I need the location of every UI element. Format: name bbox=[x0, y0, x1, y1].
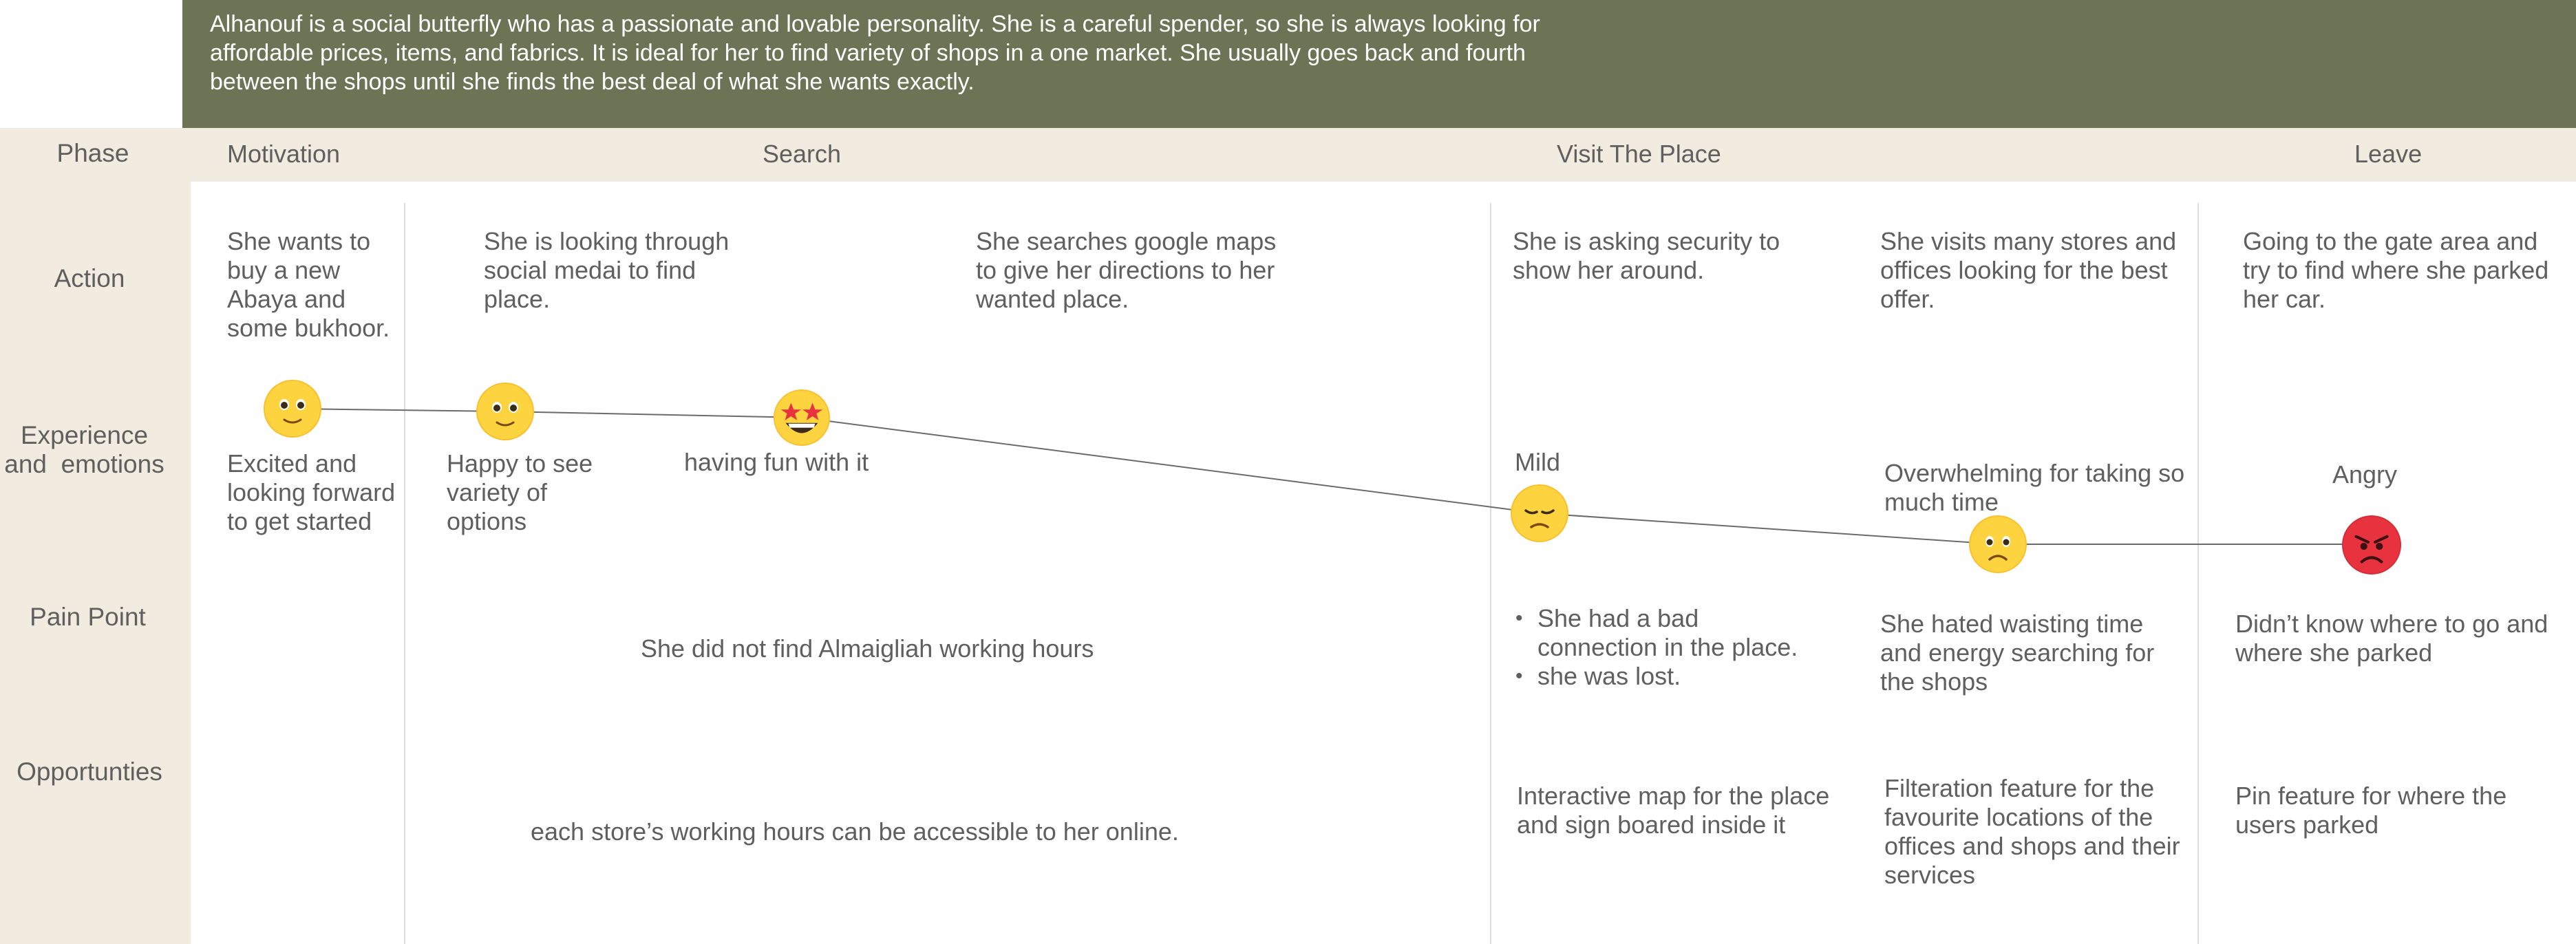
pain-point-line: She had a bad bbox=[1537, 604, 1699, 632]
action-ask-security: She is asking security to show her aroun… bbox=[1513, 227, 1829, 285]
action-line: Abaya and bbox=[227, 285, 346, 313]
row-label-phase: Phase bbox=[56, 139, 129, 167]
emotion-line: Happy to see bbox=[447, 449, 593, 478]
phase-band bbox=[0, 128, 2576, 182]
action-social-media: She is looking through social medai to f… bbox=[484, 227, 773, 314]
opportunity-line: and sign boared inside it bbox=[1517, 811, 1786, 839]
action-line: She visits many stores and bbox=[1880, 227, 2177, 255]
action-line: offices looking for the best bbox=[1880, 256, 2168, 284]
emotion-line: to get started bbox=[227, 507, 372, 535]
opportunity-line: favourite locations of the bbox=[1884, 803, 2153, 831]
journey-path bbox=[292, 408, 2372, 545]
pain-point-leave: Didn’t know where to go and where she pa… bbox=[2235, 610, 2573, 667]
action-line: Going to the gate area and bbox=[2243, 227, 2538, 255]
pain-point-line: She hated waisting time bbox=[1880, 610, 2144, 638]
action-leave: Going to the gate area and try to find w… bbox=[2243, 227, 2573, 314]
emotion-label-excited: Excited and looking forward to get start… bbox=[227, 449, 406, 536]
action-line: She wants to bbox=[227, 227, 371, 255]
phase-motivation: Motivation bbox=[227, 140, 341, 168]
action-line: some bukhoor. bbox=[227, 314, 390, 342]
emotion-line: much time bbox=[1884, 488, 1999, 516]
action-line: wanted place. bbox=[976, 285, 1129, 313]
action-line: to give her directions to her bbox=[976, 256, 1275, 284]
row-label-opportunities: Opportunties bbox=[17, 758, 162, 786]
opportunity-search: each store’s working hours can be access… bbox=[531, 817, 1179, 846]
emotion-line: Excited and bbox=[227, 449, 357, 478]
row-label-pain-point: Pain Point bbox=[30, 603, 146, 631]
row-label-line: Experience bbox=[20, 421, 149, 449]
pain-point-line: where she parked bbox=[2235, 639, 2433, 667]
pain-point-stores: She hated waisting time and energy searc… bbox=[1880, 610, 2183, 696]
phase-search: Search bbox=[763, 140, 842, 168]
opportunity-line: Pin feature for where the bbox=[2235, 782, 2507, 810]
persona-line: affordable prices, items, and fabrics. I… bbox=[210, 40, 1526, 66]
phase-leave: Leave bbox=[2354, 140, 2423, 168]
opportunity-stores: Filteration feature for the favourite lo… bbox=[1884, 774, 2201, 890]
star-struck-face-icon bbox=[774, 389, 830, 446]
emotion-line: variety of bbox=[447, 478, 548, 506]
row-label-column bbox=[0, 128, 191, 944]
column-divider bbox=[2197, 203, 2199, 944]
action-line: offer. bbox=[1880, 285, 1935, 313]
action-line: She is looking through bbox=[484, 227, 730, 255]
opportunity-line: users parked bbox=[2235, 811, 2379, 839]
action-line: place. bbox=[484, 285, 551, 313]
pain-point-search: She did not find Almaigliah working hour… bbox=[641, 634, 1094, 663]
angry-face-icon bbox=[2342, 515, 2401, 575]
pain-point-line: she was lost. bbox=[1537, 662, 1681, 690]
opportunity-line: services bbox=[1884, 861, 1976, 889]
pain-point-line: connection in the place. bbox=[1537, 633, 1798, 661]
opportunity-line: offices and shops and their bbox=[1884, 832, 2180, 860]
opportunity-visit: Interactive map for the place and sign b… bbox=[1517, 782, 1847, 839]
persona-line: between the shops until she finds the be… bbox=[210, 69, 975, 95]
emotion-line: Overwhelming for taking so bbox=[1884, 459, 2185, 487]
row-label-experience: Experience and emotions bbox=[0, 421, 169, 479]
action-visit-stores: She visits many stores and offices looki… bbox=[1880, 227, 2197, 314]
emotion-label-angry: Angry bbox=[2332, 460, 2398, 489]
smiling-face-icon bbox=[264, 380, 321, 438]
action-line: show her around. bbox=[1513, 256, 1705, 284]
opportunity-leave: Pin feature for where the users parked bbox=[2235, 782, 2566, 839]
row-label-action: Action bbox=[54, 264, 125, 292]
action-line: her car. bbox=[2243, 285, 2326, 313]
slightly-frowning-face-icon bbox=[1969, 515, 2027, 573]
column-divider bbox=[1490, 203, 1491, 944]
pain-point-bullet: She had a bad connection in the place. bbox=[1513, 604, 1816, 662]
emotion-label-mild: Mild bbox=[1515, 448, 1561, 476]
emotion-line: looking forward bbox=[227, 478, 396, 506]
pensive-face-icon bbox=[1511, 484, 1568, 542]
opportunity-line: Filteration feature for the bbox=[1884, 774, 2155, 802]
action-line: try to find where she parked bbox=[2243, 256, 2549, 284]
emotion-label-overwhelming: Overwhelming for taking so much time bbox=[1884, 459, 2215, 517]
pain-point-line: the shops bbox=[1880, 667, 1988, 696]
action-line: She is asking security to bbox=[1513, 227, 1780, 255]
action-google-maps: She searches google maps to give her dir… bbox=[976, 227, 1320, 314]
persona-banner bbox=[182, 0, 2576, 128]
action-motivation: She wants to buy a new Abaya and some bu… bbox=[227, 227, 406, 343]
row-label-line: and emotions bbox=[4, 450, 164, 478]
phase-visit-the-place: Visit The Place bbox=[1557, 140, 1721, 168]
pain-point-line: Didn’t know where to go and bbox=[2235, 610, 2548, 638]
pain-point-bullet: she was lost. bbox=[1513, 662, 1816, 691]
emotion-label-happy: Happy to see variety of options bbox=[447, 449, 626, 536]
action-line: social medai to find bbox=[484, 256, 696, 284]
column-divider bbox=[404, 203, 405, 944]
persona-line: Alhanouf is a social butterfly who has a… bbox=[210, 11, 1540, 37]
opportunity-line: Interactive map for the place bbox=[1517, 782, 1830, 810]
action-line: She searches google maps bbox=[976, 227, 1277, 255]
pain-point-visit: She had a bad connection in the place. s… bbox=[1513, 604, 1816, 691]
persona-description: Alhanouf is a social butterfly who has a… bbox=[210, 10, 1669, 96]
emotion-line: options bbox=[447, 507, 527, 535]
pain-point-line: and energy searching for bbox=[1880, 639, 2155, 667]
action-line: buy a new bbox=[227, 256, 341, 284]
emotion-label-having-fun: having fun with it bbox=[684, 448, 869, 476]
smiling-face-icon bbox=[476, 383, 534, 440]
